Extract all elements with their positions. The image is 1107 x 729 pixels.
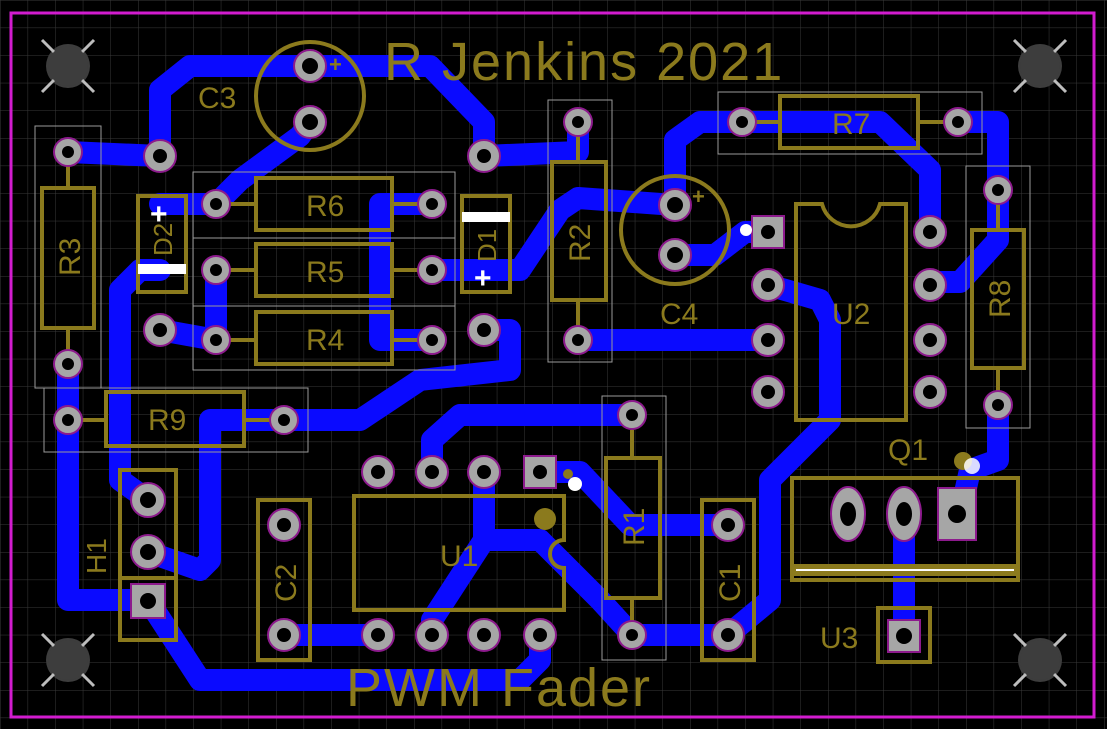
- label-c4: C4: [660, 298, 698, 331]
- diode-bars: [138, 212, 510, 274]
- label-u1: U1: [440, 540, 478, 573]
- c3-outline: [254, 40, 366, 152]
- pin1-markers: [534, 224, 980, 530]
- label-d1: D1: [472, 229, 502, 262]
- courtyard-outlines: [34, 91, 1031, 661]
- label-r3: R3: [54, 238, 87, 276]
- label-u3: U3: [820, 622, 858, 655]
- h1-body: [118, 468, 178, 642]
- pads: [53, 49, 1013, 653]
- c3-plus-mark: +: [329, 52, 342, 77]
- board-subtitle: PWM Fader: [346, 658, 652, 718]
- c2-body: [256, 498, 312, 662]
- q1-tab: [794, 564, 1016, 576]
- d2-plus-mark: +: [150, 198, 168, 231]
- label-r7: R7: [832, 108, 870, 141]
- mounting-hole-bottom-left: [40, 632, 96, 688]
- board-title: R Jenkins 2021: [384, 32, 784, 92]
- c1-body: [700, 498, 756, 662]
- board-outline: [9, 11, 1096, 719]
- label-r4: R4: [306, 324, 344, 357]
- mounting-hole-top-left: [40, 38, 96, 94]
- label-c2: C2: [270, 564, 303, 602]
- mounting-hole-bottom-right: [1012, 632, 1068, 688]
- label-r6: R6: [306, 190, 344, 223]
- q1-body: [790, 476, 1020, 582]
- c4-plus-mark: +: [692, 184, 705, 209]
- label-r8: R8: [984, 280, 1017, 318]
- c4-outline: [619, 174, 731, 286]
- mounting-holes: [40, 38, 1068, 688]
- u3-body: [876, 606, 932, 664]
- d2-body: [136, 194, 188, 294]
- mounting-hole-top-right: [1012, 38, 1068, 94]
- u1-body: [352, 494, 566, 612]
- u2-body: [794, 202, 908, 422]
- label-q1: Q1: [888, 434, 928, 467]
- label-c3: C3: [198, 82, 236, 115]
- drill-holes: [62, 58, 1004, 644]
- label-r1: R1: [618, 508, 651, 546]
- label-u2: U2: [832, 298, 870, 331]
- silkscreen-layer: [40, 40, 1026, 664]
- label-r2: R2: [564, 224, 597, 262]
- d1-plus-mark: +: [474, 262, 492, 295]
- d1-body: [460, 194, 512, 294]
- label-d2: D2: [148, 223, 178, 256]
- label-r9: R9: [148, 404, 186, 437]
- label-h1: H1: [81, 538, 112, 574]
- label-r5: R5: [306, 256, 344, 289]
- label-c1: C1: [714, 564, 747, 602]
